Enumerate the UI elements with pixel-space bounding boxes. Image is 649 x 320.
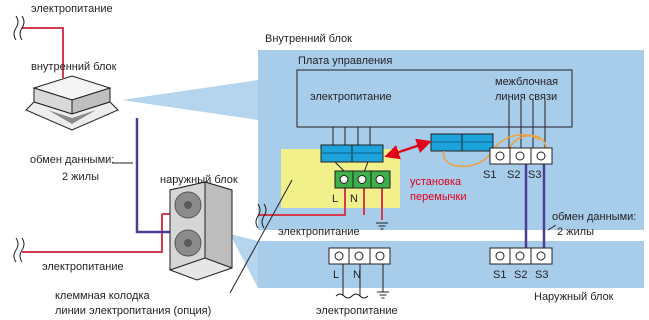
board-power-connector — [320, 127, 384, 173]
terminal-label-S3-outdoor: S3 — [535, 269, 548, 281]
terminal-label-S1-indoor: S1 — [483, 169, 496, 181]
board-interunit-connector — [430, 100, 546, 152]
label-lower-power: электропитание — [316, 305, 398, 317]
terminal-label-N-outdoor: N — [353, 269, 361, 281]
outdoor-power-terminal — [328, 247, 391, 299]
outdoor-callout-wedge — [230, 234, 258, 288]
leader-lines — [112, 162, 557, 294]
terminal-label-L: L — [332, 193, 338, 205]
label-indoor-block-title: Внутренний блок — [265, 33, 352, 45]
label-right-data-1: обмен данными: — [552, 211, 636, 223]
label-control-board: Плата управления — [298, 55, 392, 67]
power-wire-top — [22, 27, 64, 78]
outdoor-signal-terminal — [489, 247, 553, 265]
label-indoor-unit: внутренний блок — [31, 61, 117, 73]
label-right-data-2: 2 жилы — [557, 226, 594, 238]
label-interunit-2: линия связи — [495, 91, 557, 103]
power-wire-L — [258, 188, 346, 216]
terminal-label-L-outdoor: L — [333, 269, 339, 281]
label-terminal-block-2: линии электропитания (опция) — [55, 305, 211, 317]
earth-symbol-indoor — [376, 222, 388, 230]
indoor-power-terminal — [334, 170, 391, 189]
indoor-signal-terminal — [489, 147, 553, 165]
label-mid-power: электропитание — [278, 226, 360, 238]
label-outdoor-block-title: Наружный блок — [534, 291, 614, 303]
outdoor-block-panel — [230, 234, 644, 288]
label-jumper-2: перемычки — [410, 191, 466, 203]
terminal-label-N: N — [350, 193, 358, 205]
outdoor-unit-icon — [169, 181, 233, 281]
terminal-label-S2-outdoor: S2 — [514, 269, 527, 281]
label-outdoor-unit: наружный блок — [160, 174, 238, 186]
label-top-power: электропитание — [31, 3, 113, 15]
label-interunit-1: межблочная — [495, 76, 558, 88]
label-terminal-block-1: клеммная колодка — [55, 290, 151, 302]
label-data-exchange-2: 2 жилы — [62, 171, 99, 183]
indoor-callout-wedge — [122, 80, 258, 120]
jumper-arrow — [384, 138, 432, 160]
indoor-unit-icon — [25, 75, 119, 131]
terminal-label-S3-indoor: S3 — [528, 169, 541, 181]
terminal-label-S1-outdoor: S1 — [493, 269, 506, 281]
label-jumper-1: установка — [410, 176, 462, 188]
label-bottom-power: электропитание — [42, 261, 124, 273]
earth-symbol-outdoor — [377, 291, 389, 299]
label-board-power: электропитание — [310, 91, 392, 103]
break-marks — [13, 15, 267, 263]
terminal-label-S2-indoor: S2 — [507, 169, 520, 181]
label-data-exchange-1: обмен данными: — [30, 154, 114, 166]
control-board — [296, 69, 573, 128]
power-wire-bottom — [22, 214, 163, 253]
